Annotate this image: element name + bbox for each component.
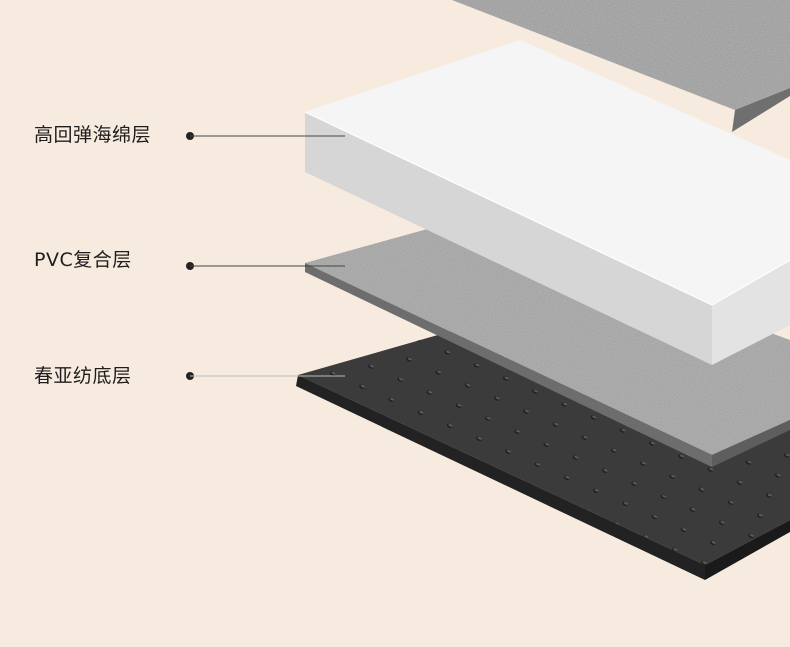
pvc-layer-illustration	[305, 220, 790, 467]
leader-line-foam	[186, 132, 345, 140]
leader-line-base	[186, 372, 345, 380]
label-pvc-layer: PVC复合层	[34, 249, 132, 271]
label-base-layer: 春亚纺底层	[34, 365, 132, 387]
foam-layer-illustration	[304, 40, 790, 365]
label-foam-layer: 高回弹海绵层	[34, 124, 152, 146]
top-gray-layer	[452, 0, 790, 132]
leader-line-pvc	[186, 262, 345, 270]
